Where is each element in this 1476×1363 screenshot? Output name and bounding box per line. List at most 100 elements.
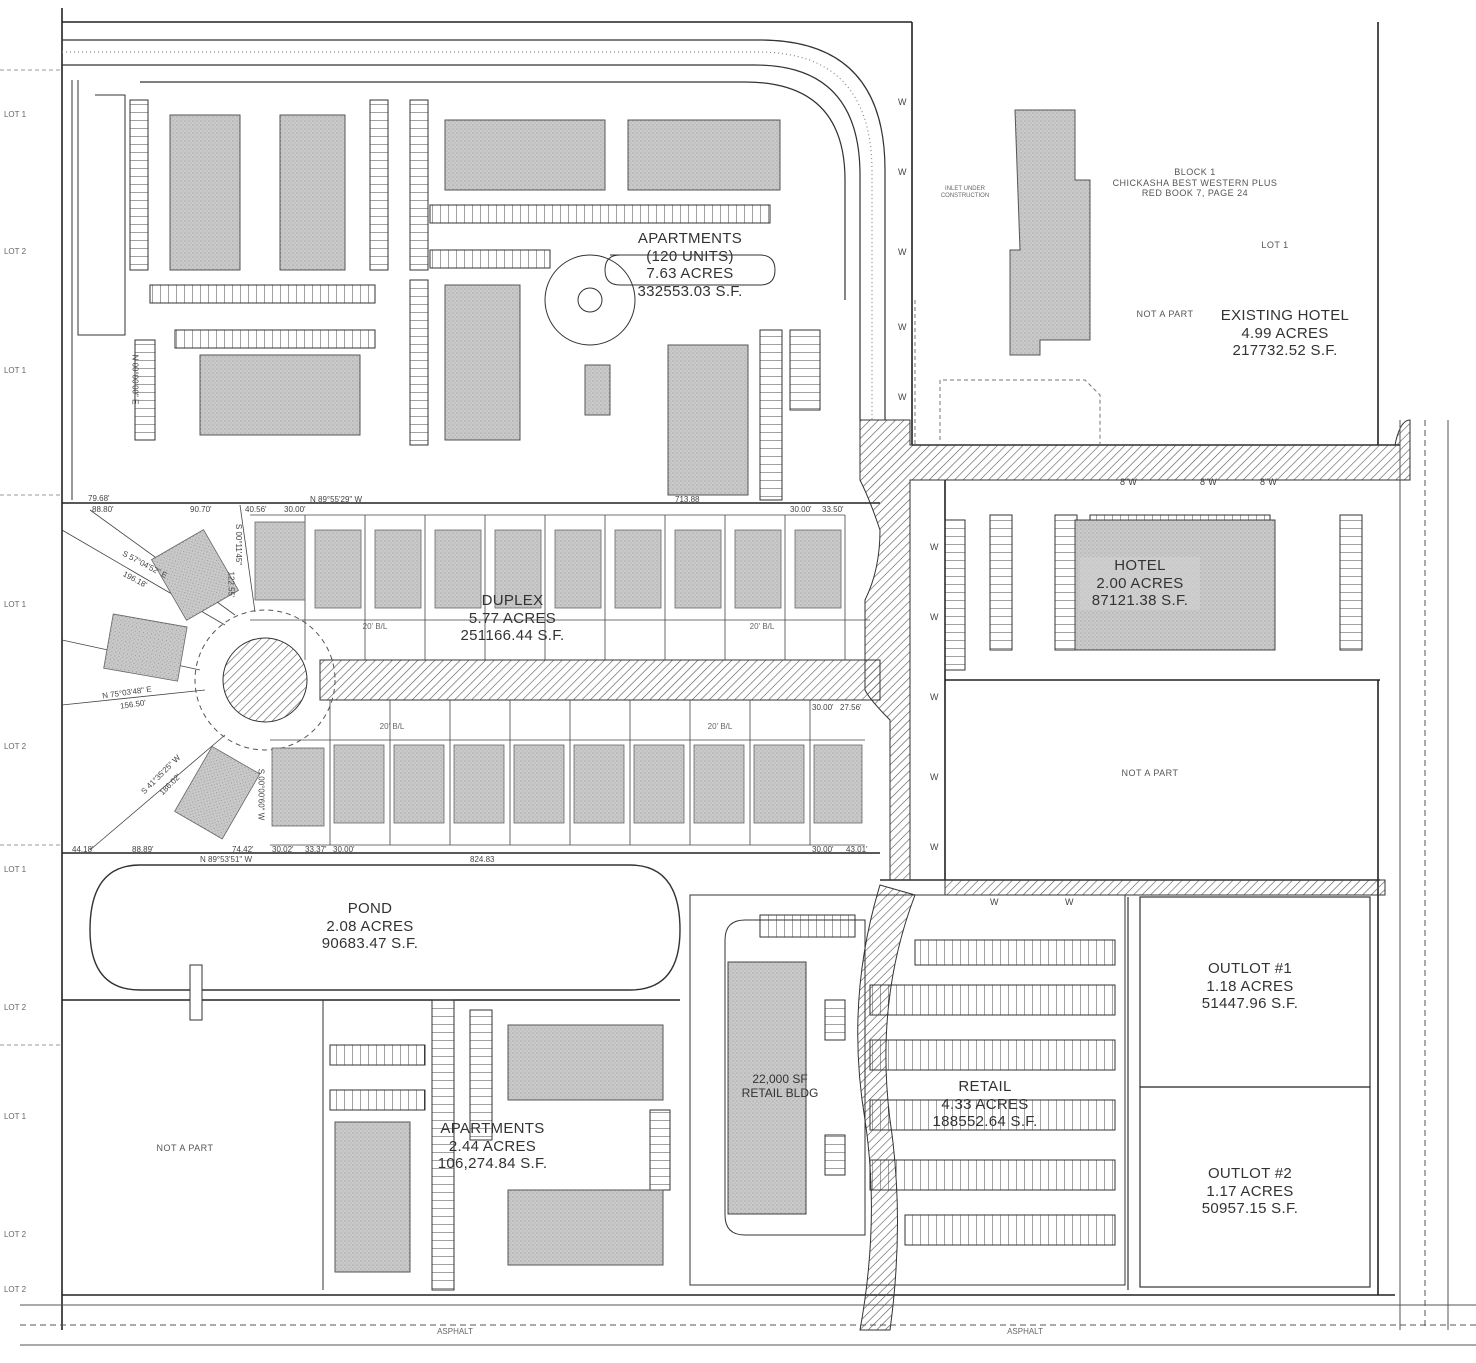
outlot2-acres: 1.17 ACRES	[1206, 1182, 1294, 1200]
apartments-south-sf: 106,274.84 S.F.	[437, 1155, 548, 1173]
outlots	[1127, 896, 1371, 1290]
lot-margin-label: LOT 1	[3, 600, 27, 609]
cul-de-sac-ring	[194, 609, 336, 751]
retail-acres: 4.33 ACRES	[941, 1095, 1029, 1113]
retail-label: RETAIL 4.33 ACRES 188552.64 S.F.	[920, 1078, 1050, 1131]
dimension-length: 713.88	[675, 495, 700, 504]
dimension-length: 88.80'	[92, 505, 114, 514]
duplex-name: DUPLEX	[481, 592, 544, 609]
svg-text:W: W	[930, 542, 939, 552]
outlot1-acres: 1.18 ACRES	[1206, 977, 1294, 995]
apartments-south-name: APARTMENTS	[440, 1120, 545, 1137]
clubhouse	[584, 364, 611, 416]
retail-building-size: 22,000 SF	[752, 1072, 808, 1086]
existing-hotel-name: EXISTING HOTEL	[1220, 307, 1350, 324]
apartment-building	[507, 1189, 664, 1266]
dimension-length: 33.50'	[822, 505, 844, 514]
hotel-name: HOTEL	[1114, 557, 1166, 574]
dimension-bearing: S 00°11'45"	[234, 523, 244, 566]
apartments-north-units: (120 UNITS)	[646, 247, 734, 265]
setback-label: 20' B/L	[379, 722, 405, 731]
setback-label: 20' B/L	[362, 622, 388, 631]
pond-sf: 90683.47 S.F.	[321, 935, 419, 953]
lot-margin-label: LOT 2	[3, 742, 27, 751]
dimension-length: 27.56'	[840, 703, 862, 712]
dimension-length: 30.00'	[812, 703, 834, 712]
not-a-part-label: NOT A PART	[1121, 768, 1179, 778]
hotel-label: HOTEL 2.00 ACRES 87121.38 S.F.	[1080, 557, 1200, 611]
retail-name: RETAIL	[958, 1078, 1012, 1095]
dimension-bearing: S 00°00'60" W	[256, 768, 266, 821]
svg-text:8"W: 8"W	[1260, 477, 1277, 487]
duplex-sf: 251166.44 S.F.	[460, 627, 565, 645]
dimension-length: 824.83	[470, 855, 495, 864]
dimension-length: 44.18'	[72, 845, 94, 854]
apartments-north-acres: 7.63 ACRES	[646, 265, 734, 283]
dimension-length: 30.00'	[790, 505, 812, 514]
dimension-length: 79.68'	[88, 494, 110, 503]
hotel-acres: 2.00 ACRES	[1096, 574, 1184, 592]
left-lot-lines	[0, 69, 60, 1046]
outlot2-sf: 50957.15 S.F.	[1201, 1200, 1299, 1218]
pond-outline	[89, 864, 681, 991]
block-lot-label: LOT 1	[1261, 240, 1289, 250]
not-a-part-label: NOT A PART	[156, 1143, 214, 1153]
dimension-bearing: N 89°53'51" W	[200, 855, 253, 864]
south-apartment-buildings	[334, 1024, 664, 1273]
duplex-lots-south	[270, 700, 865, 846]
dimension-length: 88.89'	[132, 845, 154, 854]
duplex-buildings-south	[271, 744, 863, 827]
existing-hotel-sf: 217732.52 S.F.	[1232, 342, 1338, 360]
east-asphalt	[1399, 420, 1449, 1330]
west-buffer	[71, 80, 126, 500]
lot-margin-label: LOT 2	[3, 247, 27, 256]
svg-text:W: W	[898, 322, 907, 332]
apartment-building	[169, 114, 241, 271]
svg-text:8"W: 8"W	[1120, 477, 1137, 487]
duplex-buildings-north	[254, 521, 842, 609]
block-line1: BLOCK 1	[1174, 167, 1216, 177]
svg-text:W: W	[898, 392, 907, 402]
svg-text:W: W	[930, 692, 939, 702]
dimension-length: 30.00'	[284, 505, 306, 514]
lot-margin-label: LOT 1	[3, 1112, 27, 1121]
apartment-building	[334, 1121, 411, 1273]
existing-hotel-driveway	[914, 300, 1101, 445]
apartment-building	[627, 119, 781, 191]
retail-area	[689, 894, 1126, 1286]
dimension-length: 40.56'	[245, 505, 267, 514]
svg-text:W: W	[898, 97, 907, 107]
svg-text:W: W	[930, 612, 939, 622]
dimension-length: 43.01'	[846, 845, 868, 854]
dimension-length: 33.37'	[305, 845, 327, 854]
outlot1-label: OUTLOT #1 1.18 ACRES 51447.96 S.F.	[1185, 960, 1315, 1013]
svg-text:8"W: 8"W	[1200, 477, 1217, 487]
lot-margin-label: LOT 2	[3, 1230, 27, 1239]
existing-hotel-acres: 4.99 ACRES	[1241, 324, 1329, 342]
apartments-north-label: APARTMENTS (120 UNITS) 7.63 ACRES 332553…	[620, 230, 760, 301]
retail-sf: 188552.64 S.F.	[932, 1113, 1038, 1131]
apartments-south-acres: 2.44 ACRES	[448, 1137, 537, 1155]
svg-text:W: W	[930, 842, 939, 852]
apartment-building	[444, 284, 521, 441]
pond-label: POND 2.08 ACRES 90683.47 S.F.	[300, 900, 440, 953]
apartment-building	[279, 114, 346, 271]
duplex-label: DUPLEX 5.77 ACRES 251166.44 S.F.	[440, 592, 585, 645]
outlot1-name: OUTLOT #1	[1207, 960, 1293, 977]
existing-hotel-label: EXISTING HOTEL 4.99 ACRES 217732.52 S.F.	[1215, 307, 1355, 360]
asphalt-label: ASPHALT	[437, 1327, 473, 1336]
inlet-note: INLET UNDER CONSTRUCTION	[940, 186, 990, 200]
apartment-building	[444, 119, 606, 191]
hotel-sf: 87121.38 S.F.	[1091, 592, 1189, 610]
dimension-length: 30.00'	[812, 845, 834, 854]
apartments-north-sf: 332553.03 S.F.	[637, 283, 743, 301]
dimension-length: 30.02'	[272, 845, 294, 854]
apartment-building	[507, 1024, 664, 1101]
apartments-south-label: APARTMENTS 2.44 ACRES 106,274.84 S.F.	[425, 1120, 560, 1173]
outlot2-label: OUTLOT #2 1.17 ACRES 50957.15 S.F.	[1185, 1165, 1315, 1218]
dimension-bearing: N 00°00'00" E	[130, 354, 140, 405]
existing-hotel-building	[1009, 109, 1091, 356]
retail-building-name: RETAIL BLDG	[741, 1086, 819, 1101]
setback-label: 20' B/L	[749, 622, 775, 631]
